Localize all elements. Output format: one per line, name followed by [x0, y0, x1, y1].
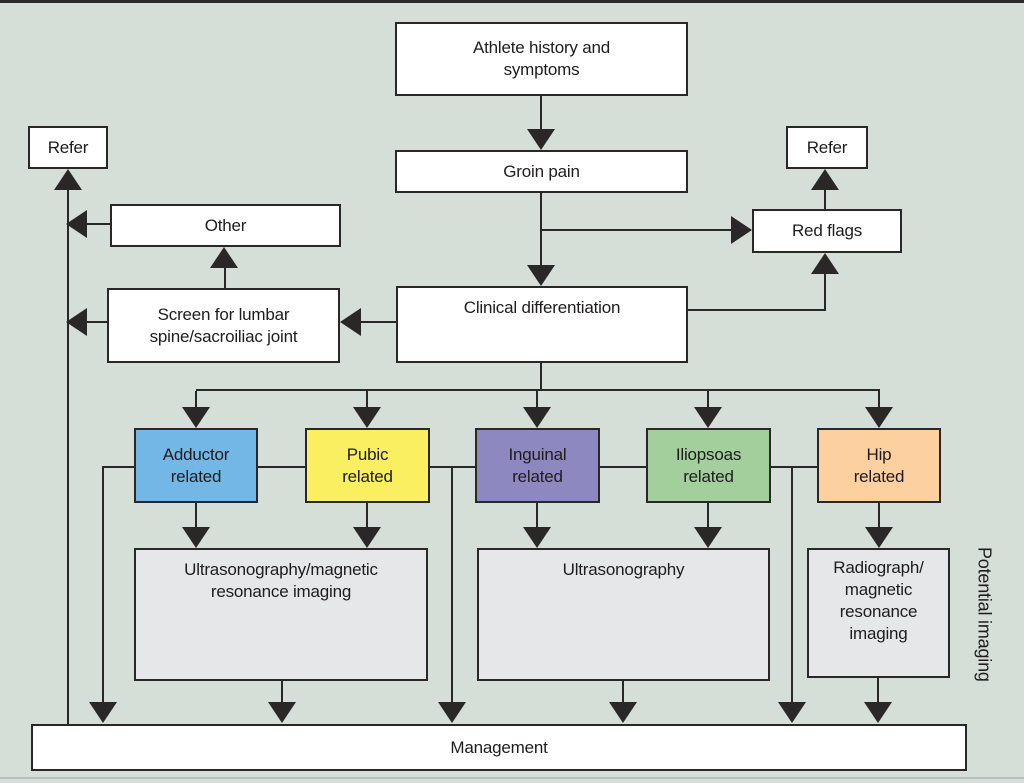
figure-bottom-border [0, 777, 1024, 779]
arrowhead-into-adductor [182, 407, 210, 428]
connector-screen-spine [85, 321, 107, 323]
connector-athlete-groin [540, 96, 542, 131]
arrowhead-into-groin-pain [527, 129, 555, 150]
arrowhead-into-inguinal [523, 407, 551, 428]
node-screen-lumbar: Screen for lumbar spine/sacroiliac joint [107, 288, 340, 363]
connector-iliopsoas-hip [769, 466, 819, 468]
arrowhead-imaging-right-into-management [864, 702, 892, 723]
arrowhead-into-refer-left [54, 169, 82, 190]
connector-drop-iliopsoas [707, 391, 709, 408]
node-inguinal-related: Inguinal related [475, 428, 600, 503]
connector-clinical-redflags-v [824, 274, 826, 311]
connector-inguinal-imaging [536, 503, 538, 528]
arrowhead-into-iliopsoas [694, 407, 722, 428]
node-adductor-related: Adductor related [134, 428, 258, 503]
connector-adductor-pubic [256, 466, 307, 468]
node-management: Management [31, 724, 967, 771]
arrowhead-into-imaging-left-a [182, 527, 210, 548]
arrowhead-into-redflags-bottom [811, 253, 839, 274]
arrowhead-other-to-spine [66, 210, 87, 238]
arrowhead-into-clinical [527, 265, 555, 286]
connector-drop-pubic [366, 391, 368, 408]
node-imaging-radiograph-mri: Radiograph/ magnetic resonance imaging [807, 548, 950, 678]
figure-top-border [0, 0, 1024, 3]
node-hip-related: Hip related [817, 428, 941, 503]
arrowhead-drop2-into-management [438, 702, 466, 723]
node-imaging-ultrasonography: Ultrasonography [477, 548, 770, 681]
node-pubic-related: Pubic related [305, 428, 430, 503]
node-red-flags: Red flags [752, 209, 902, 253]
arrowhead-into-hip [865, 407, 893, 428]
arrowhead-into-imaging-left-b [353, 527, 381, 548]
connector-screen-other [224, 268, 226, 288]
connector-other-spine [85, 223, 110, 225]
node-iliopsoas-related: Iliopsoas related [646, 428, 771, 503]
arrowhead-into-other [210, 247, 238, 268]
node-other: Other [110, 204, 341, 247]
arrowhead-into-pubic [353, 407, 381, 428]
arrowhead-into-screen [340, 308, 361, 336]
arrowhead-drop3-into-management [778, 702, 806, 723]
connector-adductor-leftlink [103, 466, 136, 468]
arrowhead-imaging-left-into-management [268, 702, 296, 723]
arrowhead-into-redflags-left [731, 216, 752, 244]
connector-clinical-screen [361, 321, 396, 323]
arrowhead-imaging-mid-into-management [609, 702, 637, 723]
connector-groin-redflags [541, 229, 731, 231]
connector-iliopsoas-imaging [707, 503, 709, 528]
connector-drop-inguinal [536, 391, 538, 408]
connector-imaging-right-management [877, 678, 879, 703]
node-groin-pain: Groin pain [395, 150, 688, 193]
node-clinical-differentiation: Clinical differentiation [396, 286, 688, 363]
connector-drop2-management [451, 466, 453, 703]
node-imaging-ultrasonography-mri: Ultrasonography/magnetic resonance imagi… [134, 548, 428, 681]
arrowhead-drop1-into-management [89, 702, 117, 723]
connector-imaging-mid-management [622, 681, 624, 703]
connector-adductor-imaging [195, 503, 197, 528]
connector-left-spine [67, 189, 69, 725]
connector-pubic-imaging [366, 503, 368, 528]
arrowhead-into-imaging-mid-a [523, 527, 551, 548]
arrowhead-into-imaging-mid-b [694, 527, 722, 548]
potential-imaging-label: Potential imaging [974, 547, 995, 682]
node-athlete-history: Athlete history and symptoms [395, 22, 688, 96]
connector-hip-imaging [878, 503, 880, 528]
node-refer-right: Refer [786, 126, 868, 169]
connector-drop-adductor [195, 391, 197, 408]
arrowhead-screen-to-spine [66, 308, 87, 336]
node-refer-left: Refer [28, 126, 108, 169]
arrowhead-into-refer-right [811, 169, 839, 190]
connector-inguinal-iliopsoas [598, 466, 648, 468]
connector-drop-hip [878, 391, 880, 408]
connector-distribution-line [196, 389, 880, 391]
connector-imaging-left-management [281, 681, 283, 703]
connector-drop3-management [791, 466, 793, 703]
connector-clinical-stem [540, 363, 542, 391]
connector-clinical-redflags-h [688, 309, 826, 311]
connector-redflags-refer [824, 190, 826, 209]
connector-drop1-management [102, 466, 104, 703]
arrowhead-into-imaging-right [865, 527, 893, 548]
